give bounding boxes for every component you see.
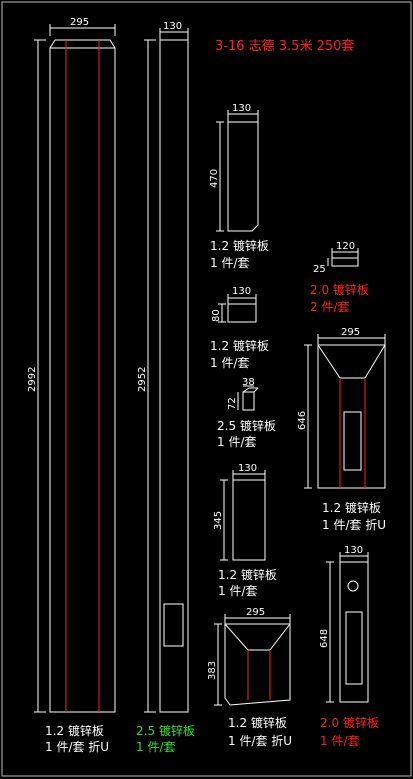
p5-qty: 1 件/套 <box>217 435 257 449</box>
p3-material: 1.2 镀锌板 <box>210 239 269 253</box>
p1-width-dim: 295 <box>70 17 89 28</box>
p4-material: 1.2 镀锌板 <box>210 339 269 353</box>
p2-width-dim: 130 <box>163 21 182 32</box>
p3-width-dim: 130 <box>232 103 251 114</box>
p6-qty: 1 件/套 <box>218 584 258 598</box>
part-3-plate <box>216 110 259 232</box>
part-6-plate <box>220 470 266 561</box>
p1-height-dim: 2992 <box>27 367 38 392</box>
p9-material: 1.2 镀锌板 <box>322 501 381 515</box>
p10-material: 2.0 镀锌板 <box>320 716 379 730</box>
p10-qty: 1 件/套 <box>320 734 360 748</box>
p2-height-dim: 2952 <box>137 367 148 392</box>
p10-width-dim: 130 <box>344 545 363 556</box>
p4-qty: 1 件/套 <box>210 356 250 370</box>
p7-height-dim: 383 <box>207 661 218 680</box>
p3-qty: 1 件/套 <box>210 256 250 270</box>
p10-height-dim: 648 <box>319 629 330 648</box>
p5-width-dim: 38 <box>242 377 255 388</box>
part-9-u-fold <box>304 334 386 489</box>
p8-height-dim: 25 <box>313 264 326 275</box>
part-2-long-strip <box>144 28 189 713</box>
p7-width-dim: 295 <box>246 607 265 618</box>
p8-material: 2.0 镀锌板 <box>310 283 369 297</box>
p3-height-dim: 470 <box>209 169 220 188</box>
part-5-bracket <box>237 385 259 411</box>
p9-height-dim: 646 <box>297 411 308 430</box>
p2-material: 2.5 镀锌板 <box>136 724 195 738</box>
part-10-plate <box>326 552 369 703</box>
p8-qty: 2 件/套 <box>310 300 350 314</box>
p1-material: 1.2 镀锌板 <box>45 724 104 738</box>
p8-width-dim: 120 <box>336 241 355 252</box>
p4-width-dim: 130 <box>232 286 251 297</box>
p6-material: 1.2 镀锌板 <box>218 568 277 582</box>
part-4-plate <box>218 294 257 323</box>
p6-height-dim: 345 <box>213 511 224 530</box>
p7-qty: 1 件/套 折U <box>228 733 292 748</box>
p1-qty: 1 件/套 折U <box>45 739 109 754</box>
p6-width-dim: 130 <box>238 463 257 474</box>
drawing-title: 3-16 志德 3.5米 250套 <box>215 38 354 54</box>
p5-material: 2.5 镀锌板 <box>217 419 276 433</box>
part-8-strip <box>327 248 359 267</box>
p7-material: 1.2 镀锌板 <box>228 716 287 730</box>
part-1-long-panel <box>34 24 116 713</box>
p9-width-dim: 295 <box>341 327 360 338</box>
p5-height-dim: 72 <box>227 397 238 410</box>
p4-height-dim: 80 <box>211 309 222 322</box>
part-7-u-fold <box>214 614 291 706</box>
p2-qty: 1 件/套 <box>136 740 176 754</box>
p9-qty: 1 件/套 折U <box>322 517 386 532</box>
